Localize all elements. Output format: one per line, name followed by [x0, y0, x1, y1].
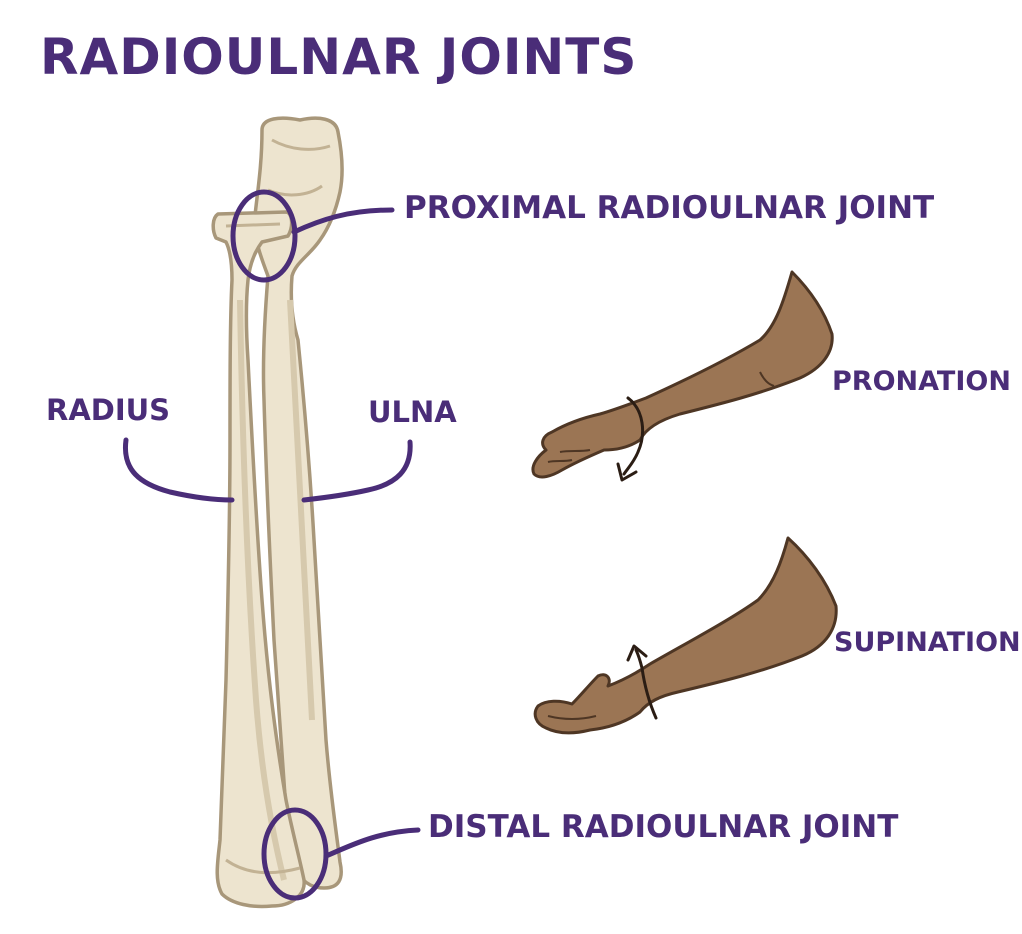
label-distal-radioulnar-joint: DISTAL RADIOULNAR JOINT [428, 809, 899, 845]
supination-rotation-arrow [626, 644, 658, 720]
ulna-leader-line [301, 439, 413, 503]
label-radius: RADIUS [46, 393, 171, 427]
pronation-rotation-arrow [616, 396, 645, 482]
pronation-arm-illustration [531, 270, 834, 482]
label-proximal-radioulnar-joint: PROXIMAL RADIOULNAR JOINT [404, 190, 935, 226]
label-pronation: PRONATION [832, 366, 1011, 397]
proximal-joint-marker [230, 189, 395, 283]
label-ulna: ULNA [368, 395, 457, 429]
label-supination: SUPINATION [834, 627, 1021, 658]
distal-joint-marker [261, 807, 421, 901]
radius-leader-line [122, 437, 235, 503]
supination-arm-illustration [533, 536, 838, 735]
diagram-title: RADIOULNAR JOINTS [40, 28, 638, 86]
